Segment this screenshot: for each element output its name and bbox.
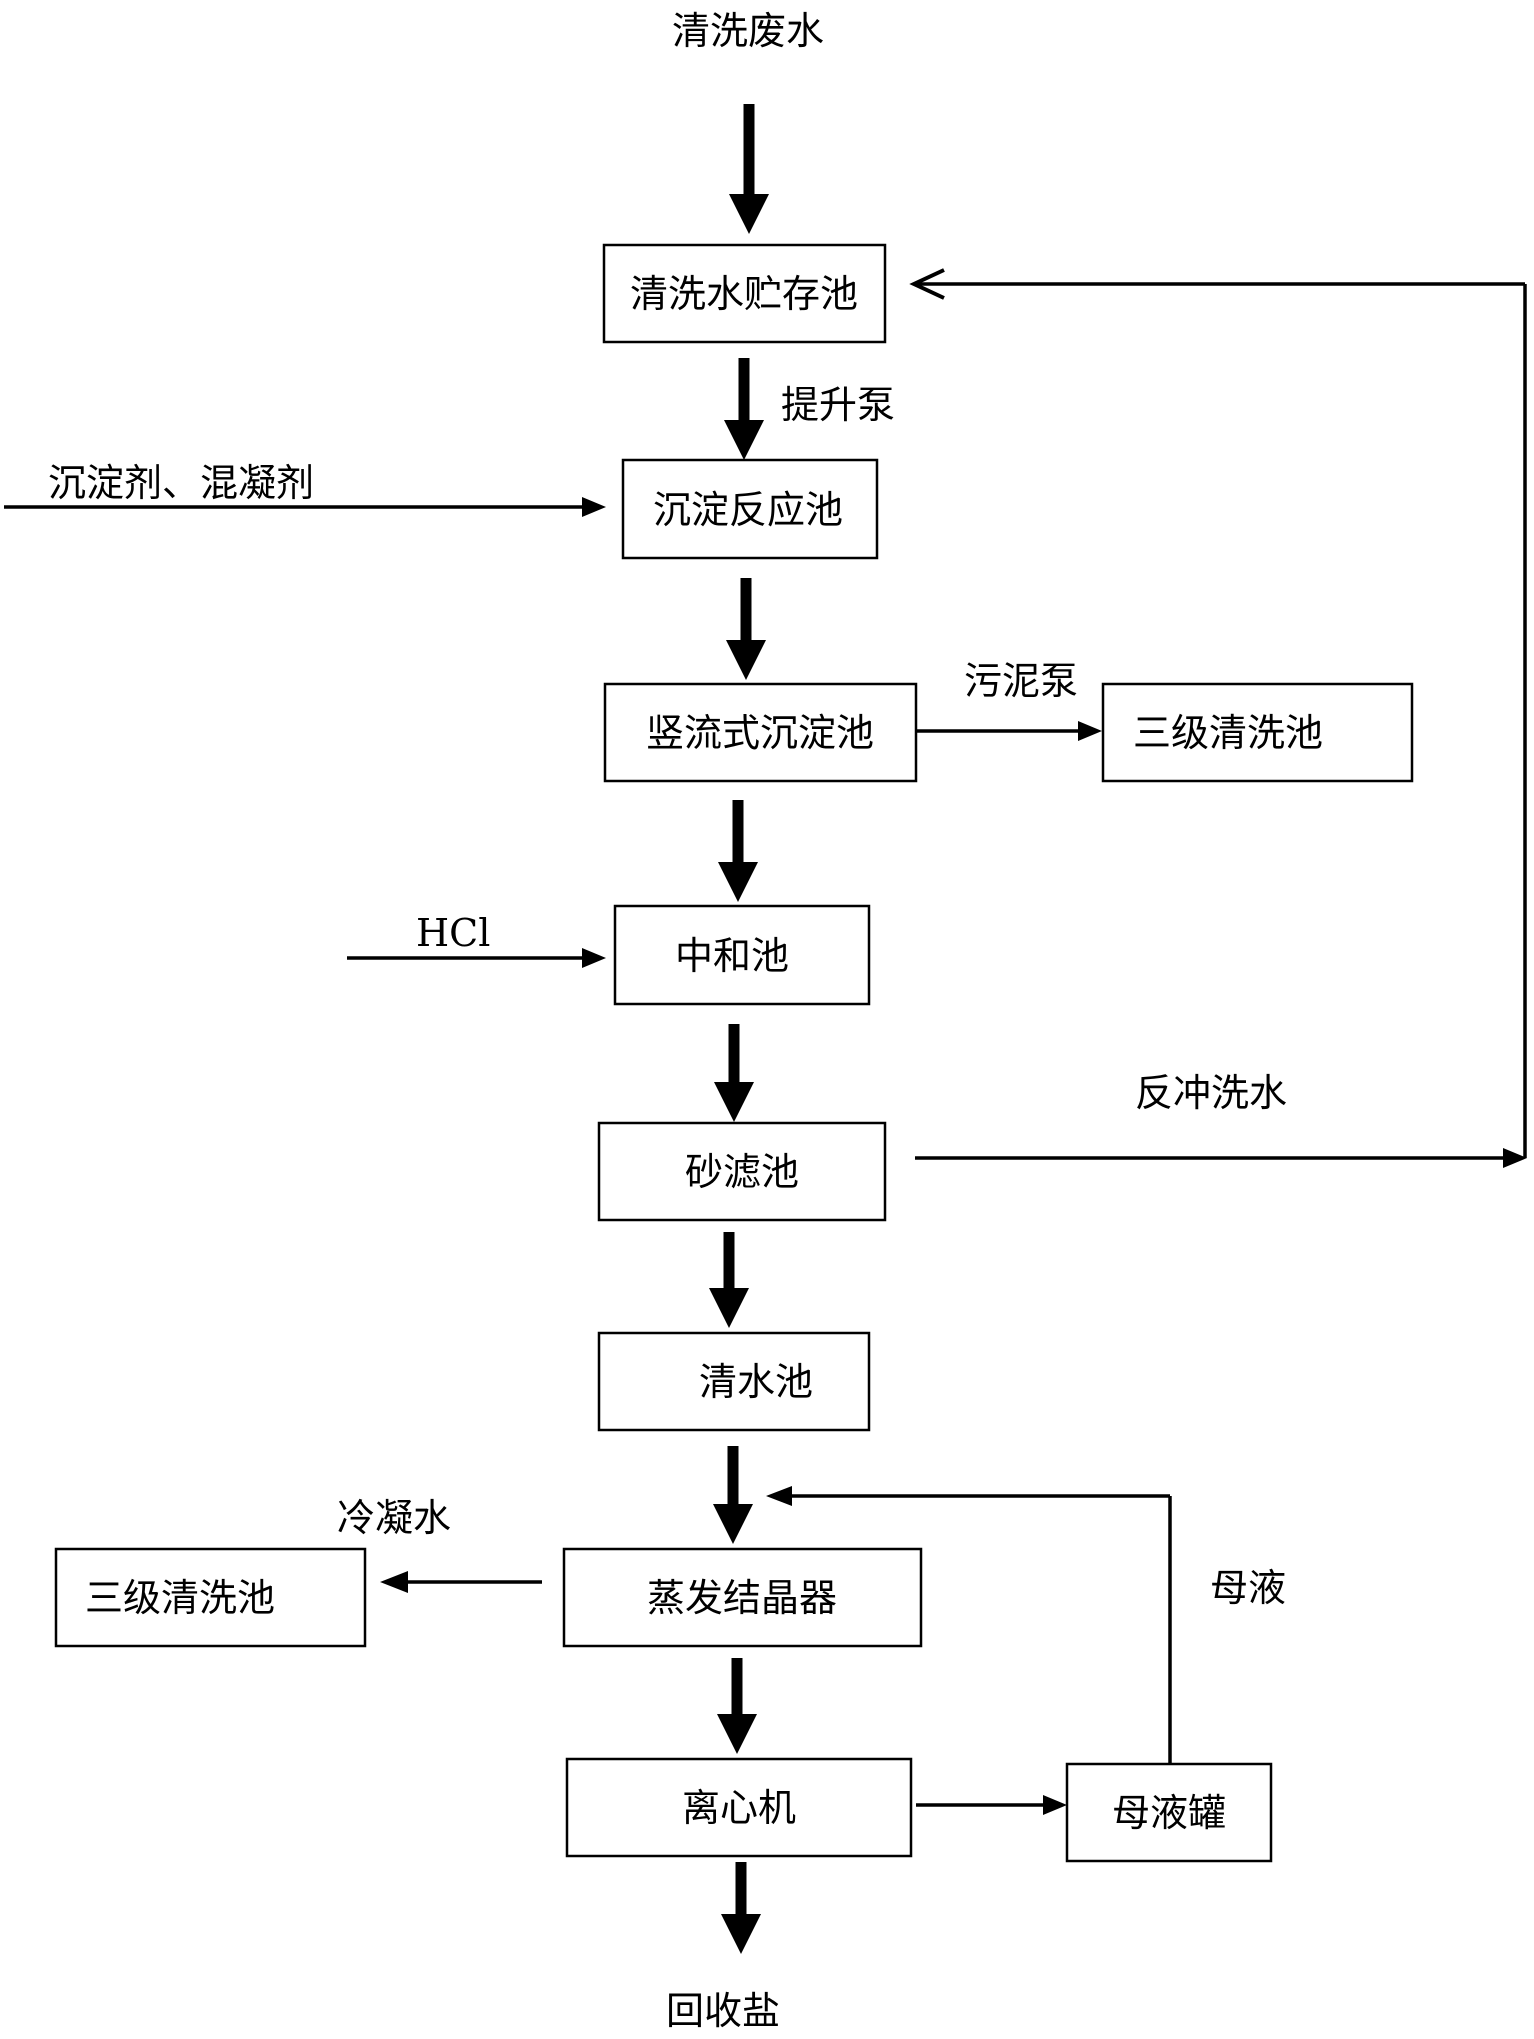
node-vertical-settler: 竖流式沉淀池 [603,682,918,783]
node-neutral-tank: 中和池 [613,904,871,1006]
node-tertiary-wash-1: 三级清洗池 [1101,682,1414,783]
evaporator-label: 蒸发结晶器 [647,1576,837,1620]
sludge-pump-label: 污泥泵 [964,659,1078,703]
arrow-precip-to-settler [726,578,766,680]
arrow-reagents-to-precip [4,497,606,517]
tertiary-wash-1-label: 三级清洗池 [1133,711,1323,755]
arrow-neutral-to-sand [714,1024,754,1122]
storage-tank-label: 清洗水贮存池 [630,272,858,316]
node-precip-tank: 沉淀反应池 [621,458,879,560]
precip-tank-label: 沉淀反应池 [653,488,843,532]
arrow-backwash-recycle [909,268,1527,1168]
lift-pump-label: 提升泵 [781,383,895,427]
node-evaporator: 蒸发结晶器 [562,1547,923,1648]
vertical-settler-label: 竖流式沉淀池 [646,711,874,755]
arrow-evaporator-to-tertiary-wash [380,1571,542,1593]
arrow-evaporator-to-centrifuge [717,1658,757,1754]
input-wastewater-label: 清洗废水 [672,9,824,53]
mother-tank-label: 母液罐 [1112,1791,1226,1835]
node-clear-water-tank: 清水池 [597,1331,871,1432]
output-salt-label: 回收盐 [666,1989,780,2033]
arrow-wastewater-to-storage [729,104,769,234]
arrow-settler-to-neutral [718,800,758,902]
arrow-settler-to-tertiary-wash [916,721,1102,741]
node-sand-filter: 砂滤池 [597,1121,887,1222]
clear-water-tank-label: 清水池 [699,1360,813,1404]
centrifuge-label: 离心机 [682,1786,796,1830]
arrow-storage-to-precip [724,358,764,460]
arrow-centrifuge-to-mother-tank [916,1795,1067,1815]
arrow-centrifuge-to-salt [721,1862,761,1954]
condensate-label: 冷凝水 [337,1496,451,1540]
mother-liquor-label: 母液 [1210,1566,1286,1610]
hcl-label: HCl [416,911,490,955]
arrow-clear-to-evaporator [713,1446,753,1544]
arrow-sand-to-clear [709,1232,749,1328]
arrow-mother-liquor-recycle [766,1486,1172,1764]
sand-filter-label: 砂滤池 [685,1150,799,1194]
node-tertiary-wash-2: 三级清洗池 [54,1547,367,1648]
backwash-label: 反冲洗水 [1135,1071,1287,1115]
tertiary-wash-2-label: 三级清洗池 [85,1576,275,1620]
reagents-label: 沉淀剂、混凝剂 [48,461,314,505]
node-centrifuge: 离心机 [565,1757,913,1858]
node-storage-tank: 清洗水贮存池 [602,243,887,344]
node-mother-tank: 母液罐 [1065,1762,1273,1863]
neutral-tank-label: 中和池 [675,934,789,978]
arrow-hcl-to-neutral [347,948,606,968]
